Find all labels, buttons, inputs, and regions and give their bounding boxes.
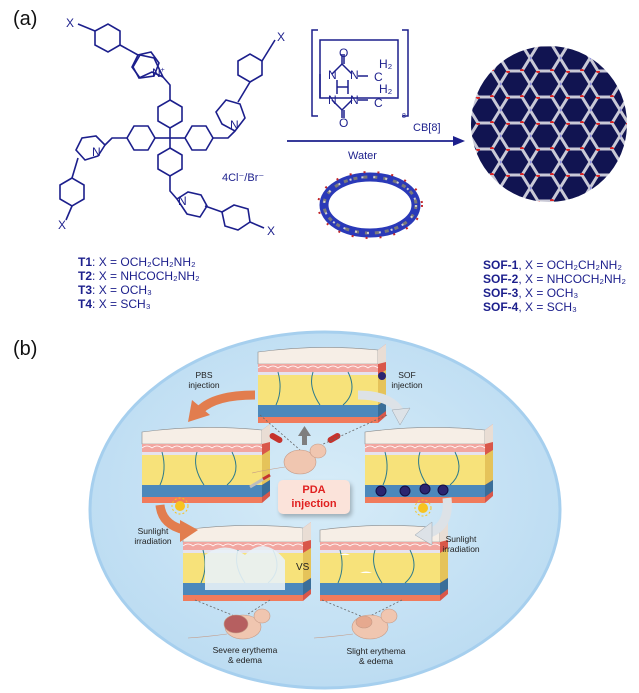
cb8-h2-1: H₂ bbox=[379, 57, 393, 71]
arrow-label-bottom: Water bbox=[348, 150, 377, 162]
pda-label-2: injection bbox=[291, 498, 337, 510]
cb8-repeat-unit bbox=[311, 29, 409, 118]
x-label-right: X bbox=[277, 30, 286, 44]
legend-sof3: SOF-3, X = OCH₃ bbox=[483, 286, 579, 300]
outcome-slight-label: Slight erythema& edema bbox=[346, 646, 406, 666]
cb8-c2: C bbox=[374, 96, 383, 110]
n-plus-left: N bbox=[92, 145, 101, 159]
legend-t3: T3: X = OCH₃ bbox=[78, 283, 152, 297]
n-plus-top: N+ bbox=[152, 66, 165, 80]
sun-icon-left bbox=[171, 497, 189, 515]
pda-capsule bbox=[269, 433, 283, 443]
sof-marker-icon bbox=[378, 372, 386, 380]
monomer-legend: T1: X = OCH₂CH₂NH₂ T2: X = NHCOCH₂NH₂ T3… bbox=[78, 255, 200, 311]
tissue-block-initial bbox=[257, 343, 387, 424]
cb8-n2: N bbox=[350, 68, 359, 82]
counterion-label: 4Cl⁻/Br⁻ bbox=[222, 172, 265, 184]
pda-injection-box: PDA injection bbox=[278, 480, 350, 514]
x-label-bottom: X bbox=[267, 224, 276, 238]
monomer-structure bbox=[59, 23, 276, 231]
mouse-severe bbox=[187, 608, 271, 640]
panel-b-label: (b) bbox=[13, 338, 38, 360]
sunlight-right-arrow bbox=[428, 497, 452, 538]
tissue-damage bbox=[205, 546, 285, 590]
outcome-severe-label: Severe erythema& edema bbox=[212, 645, 278, 665]
vs-label: VS bbox=[296, 562, 310, 573]
panel-a-label: (a) bbox=[13, 8, 38, 30]
up-arrow bbox=[302, 435, 307, 445]
mouse-center bbox=[251, 443, 327, 475]
sun-icon-right bbox=[414, 499, 432, 517]
cb8-o-bottom: O bbox=[339, 116, 349, 130]
sof-particles bbox=[375, 483, 449, 497]
legend-sof1: SOF-1, X = OCH₂CH₂NH₂ bbox=[483, 258, 622, 272]
cb8-n4: N bbox=[350, 93, 359, 107]
n-plus-bottom: N bbox=[178, 194, 187, 208]
mouse-slight bbox=[313, 608, 398, 640]
legend-t4: T4: X = SCH₃ bbox=[78, 297, 151, 311]
cb8-h2-2: H₂ bbox=[379, 82, 393, 96]
x-label-left: X bbox=[58, 218, 67, 232]
pbs-injection-label: PBS injection bbox=[188, 370, 220, 390]
sof-injection-label: SOF injection bbox=[391, 370, 423, 390]
cb8-o-top: O bbox=[339, 46, 349, 60]
legend-sof2: SOF-2, X = NHCOCH₂NH₂ bbox=[483, 272, 627, 286]
syringe-icon bbox=[249, 473, 271, 489]
cb8-n1: N bbox=[328, 68, 337, 82]
pda-label-1: PDA bbox=[302, 484, 326, 496]
sof-network-image bbox=[471, 46, 627, 202]
cb8-c1: C bbox=[374, 70, 383, 84]
product-legend: SOF-1, X = OCH₂CH₂NH₂ SOF-2, X = NHCOCH₂… bbox=[483, 258, 626, 314]
cb8-repeat-count: 8 bbox=[402, 113, 406, 120]
cb8-3d-model bbox=[317, 171, 423, 239]
legend-t2: T2: X = NHCOCH₂NH₂ bbox=[78, 269, 200, 283]
arrow-label-top: CB[8] bbox=[413, 122, 441, 134]
pbs-arrow bbox=[196, 390, 256, 414]
legend-sof4: SOF-4, X = SCH₃ bbox=[483, 300, 577, 314]
n-plus-right: N bbox=[230, 118, 239, 132]
tissue-block-pbs bbox=[141, 423, 271, 504]
x-label-top: X bbox=[66, 16, 75, 30]
legend-t1: T1: X = OCH₂CH₂NH₂ bbox=[78, 255, 196, 269]
reaction-arrow bbox=[287, 136, 465, 146]
cb8-n3: N bbox=[328, 93, 337, 107]
